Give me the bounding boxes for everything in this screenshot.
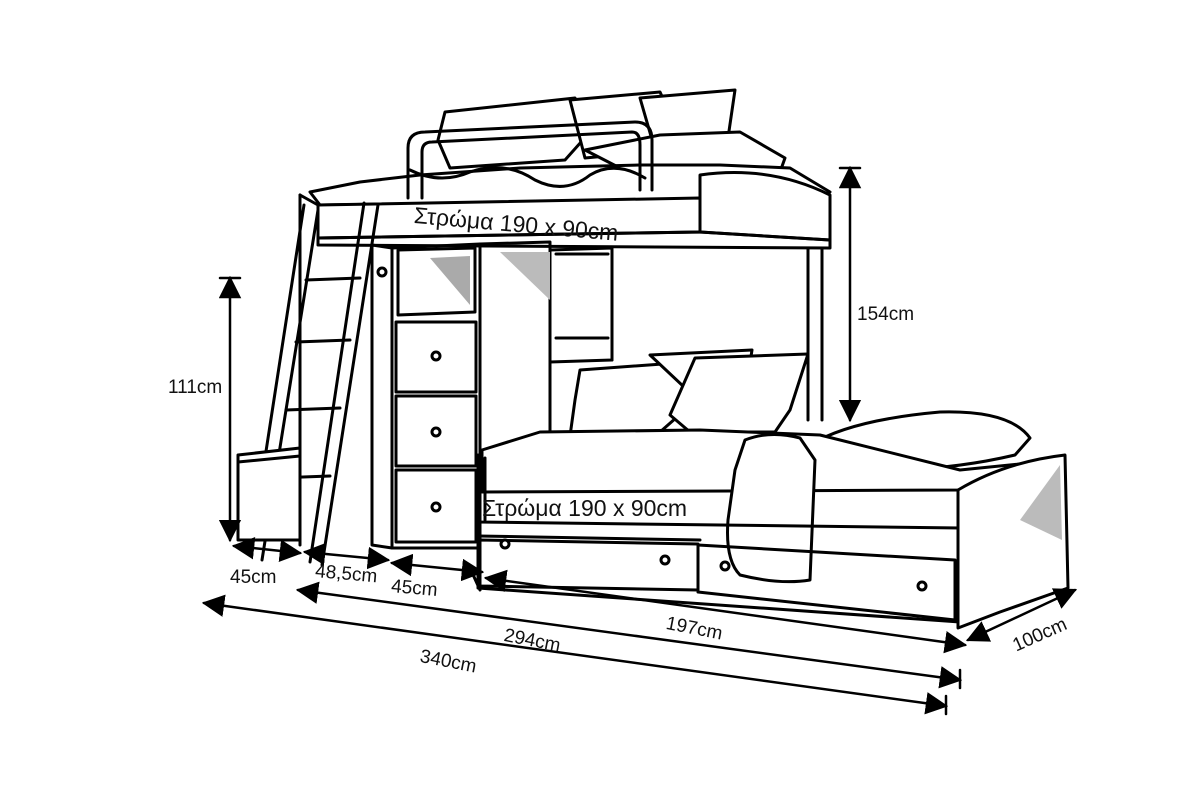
wardrobe-width-label: 48,5cm xyxy=(314,561,379,588)
dimension-lines xyxy=(201,165,1078,716)
bottom-mattress-label: Στρώμα 190 x 90cm xyxy=(482,495,688,521)
ladder xyxy=(236,201,380,567)
shelf-width-label: 45cm xyxy=(390,576,439,601)
lower-bed xyxy=(468,348,1070,630)
total-height-label: 154cm xyxy=(857,304,915,325)
lower-height-label: 111cm xyxy=(168,377,223,398)
upper-bed xyxy=(298,88,832,547)
wardrobe-unit xyxy=(370,240,614,550)
ladder-depth-label: 45cm xyxy=(230,567,277,588)
